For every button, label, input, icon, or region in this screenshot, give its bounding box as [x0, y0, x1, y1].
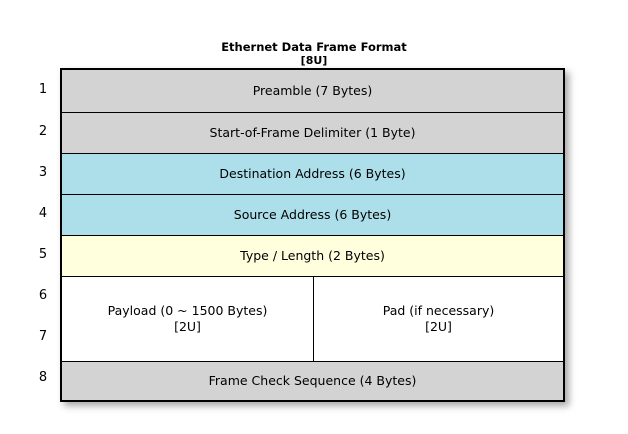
row-number-3: 3: [38, 165, 48, 180]
frame-field-frame-check-sequence: Frame Check Sequence (4 Bytes): [62, 362, 563, 400]
frame-field-label: Payload (0 ~ 1500 Bytes): [107, 303, 268, 318]
frame-field-pad: Pad (if necessary) [2U]: [314, 277, 563, 361]
frame-field-label: Source Address (6 Bytes): [233, 207, 392, 222]
frame-field-label: Destination Address (6 Bytes): [219, 166, 406, 181]
frame-field-label: Preamble (7 Bytes): [252, 83, 373, 98]
frame-field-preamble: Preamble (7 Bytes): [62, 70, 563, 113]
frame-field-type-length: Type / Length (2 Bytes): [62, 236, 563, 277]
row-number-2: 2: [38, 124, 48, 139]
frame-field-source-address: Source Address (6 Bytes): [62, 195, 563, 236]
frame-field-pad-text: Pad (if necessary) [2U]: [383, 303, 495, 335]
frame-field-payload-pad-row: Payload (0 ~ 1500 Bytes) [2U] Pad (if ne…: [62, 277, 563, 362]
frame-field-destination-address: Destination Address (6 Bytes): [62, 154, 563, 195]
frame-field-payload: Payload (0 ~ 1500 Bytes) [2U]: [62, 277, 314, 361]
frame-field-label: Start-of-Frame Delimiter (1 Byte): [209, 125, 416, 140]
row-number-7: 7: [38, 329, 48, 344]
page-title: Ethernet Data Frame Format: [221, 40, 407, 54]
row-number-5: 5: [38, 247, 48, 262]
frame-field-payload-text: Payload (0 ~ 1500 Bytes) [2U]: [108, 303, 268, 335]
diagram-title-block: Ethernet Data Frame Format [8U]: [0, 40, 628, 68]
page-title-subscript: [8U]: [300, 54, 328, 67]
row-number-4: 4: [38, 206, 48, 221]
row-number-6: 6: [38, 288, 48, 303]
frame-field-label: Frame Check Sequence (4 Bytes): [208, 373, 417, 388]
ethernet-frame-table: Preamble (7 Bytes) Start-of-Frame Delimi…: [60, 68, 565, 402]
frame-field-sublabel: [2U]: [425, 319, 452, 334]
row-number-1: 1: [38, 82, 48, 97]
frame-field-start-of-frame-delimiter: Start-of-Frame Delimiter (1 Byte): [62, 113, 563, 154]
frame-field-sublabel: [2U]: [174, 319, 201, 334]
frame-field-label: Pad (if necessary): [382, 303, 495, 318]
row-number-8: 8: [38, 370, 48, 385]
frame-field-label: Type / Length (2 Bytes): [240, 248, 385, 263]
row-number-gutter: 1 2 3 4 5 6 7 8: [30, 68, 56, 395]
